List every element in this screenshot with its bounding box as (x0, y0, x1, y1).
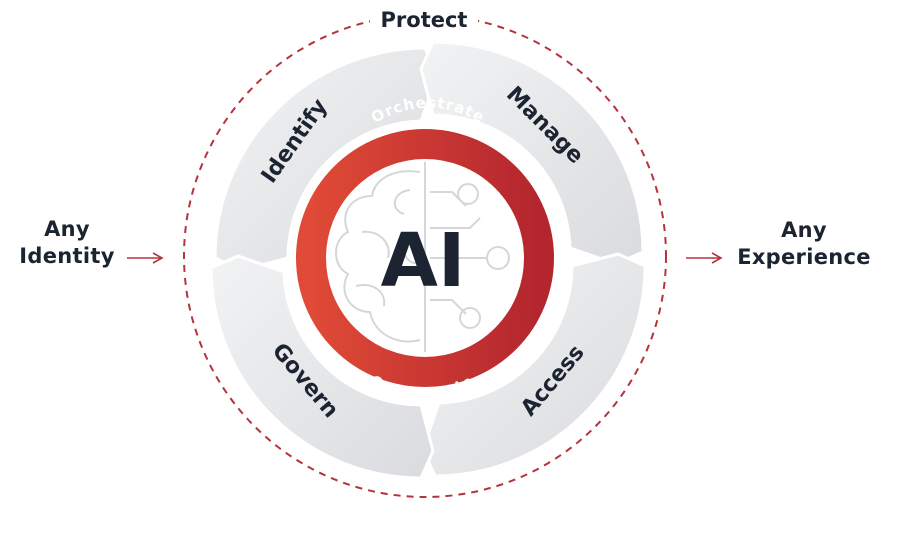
segment-manage (419, 40, 645, 266)
input-label: Any Identity (8, 216, 126, 270)
segment-govern (209, 254, 435, 480)
output-label-line1: Any (781, 218, 827, 242)
ai-core-label: AI (381, 218, 466, 304)
output-label-line2: Experience (737, 245, 871, 269)
brain-circuit-icon (335, 162, 510, 352)
protect-label: Protect (381, 8, 468, 32)
segment-identify (213, 46, 439, 272)
output-label: Any Experience (728, 217, 880, 271)
orchestrate-ring (296, 129, 554, 387)
input-label-line2: Identity (19, 244, 115, 268)
protect-label-bg (370, 4, 478, 34)
input-label-line1: Any (44, 217, 90, 241)
segment-ring (209, 40, 647, 480)
segment-access (421, 252, 647, 478)
